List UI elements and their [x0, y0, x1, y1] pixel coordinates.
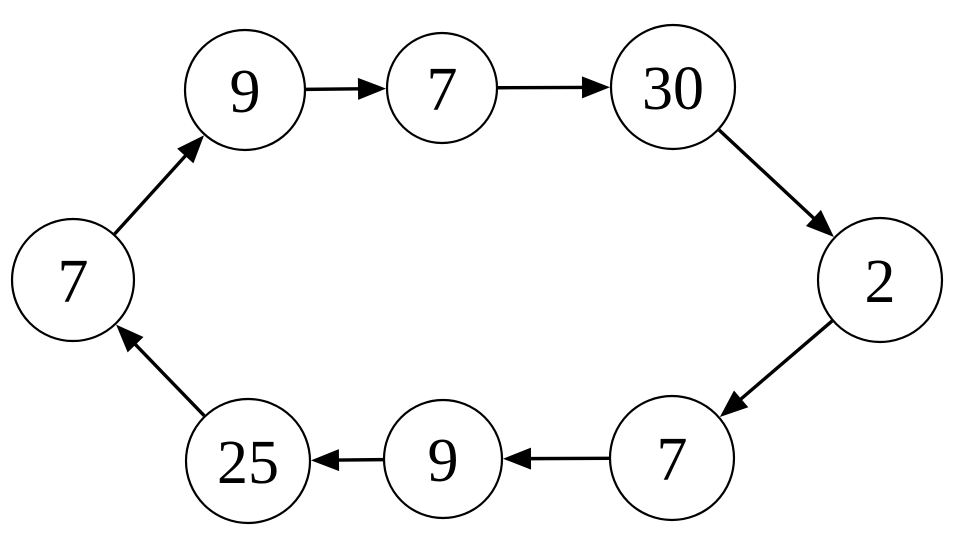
- edge-line: [133, 342, 206, 417]
- graph-node[interactable]: 2: [816, 216, 944, 344]
- arrowhead-icon: [719, 390, 749, 418]
- arrowhead-icon: [177, 135, 205, 164]
- graph-node[interactable]: 7: [385, 31, 499, 145]
- node-label: 9: [230, 58, 261, 126]
- graph-node[interactable]: 9: [382, 398, 504, 520]
- node-label: 2: [865, 248, 896, 316]
- node-circle[interactable]: [609, 23, 737, 151]
- edge-line: [739, 319, 834, 401]
- node-label: 7: [657, 426, 688, 494]
- arrowhead-icon: [311, 449, 340, 472]
- node-label: 9: [428, 427, 459, 495]
- edge-line: [717, 128, 816, 220]
- graph-node[interactable]: 9: [183, 28, 307, 152]
- node-label: 25: [217, 429, 279, 497]
- graph-edge: [311, 449, 384, 472]
- graph-edge: [503, 447, 610, 470]
- graph-edge: [116, 324, 206, 417]
- node-circle[interactable]: [382, 398, 504, 520]
- node-label: 7: [58, 248, 89, 316]
- node-circle[interactable]: [10, 217, 136, 343]
- node-circle[interactable]: [608, 394, 736, 522]
- arrowhead-icon: [805, 209, 834, 238]
- graph-edge: [305, 77, 386, 100]
- node-circle[interactable]: [816, 216, 944, 344]
- edge-line: [305, 87, 360, 92]
- graph-edge: [113, 135, 205, 236]
- nodes-layer: 7 9 7 30 2 7 9 25: [10, 23, 944, 525]
- node-label: 30: [642, 55, 704, 123]
- graph-node[interactable]: 7: [608, 394, 736, 522]
- graph-node[interactable]: 25: [184, 397, 312, 525]
- arrowhead-icon: [503, 447, 532, 470]
- graph-node[interactable]: 7: [10, 217, 136, 343]
- arrowhead-icon: [116, 324, 144, 353]
- node-circle[interactable]: [385, 31, 499, 145]
- arrowhead-icon: [581, 76, 610, 99]
- graph-edge: [719, 319, 834, 418]
- edges-layer: [113, 76, 834, 472]
- node-label: 7: [427, 56, 458, 124]
- node-circle[interactable]: [184, 397, 312, 525]
- edge-line: [113, 154, 188, 236]
- graph-edge: [497, 76, 610, 99]
- arrowhead-icon: [357, 77, 386, 100]
- node-circle[interactable]: [183, 28, 307, 152]
- graph-node[interactable]: 30: [609, 23, 737, 151]
- graph-edge: [717, 128, 834, 238]
